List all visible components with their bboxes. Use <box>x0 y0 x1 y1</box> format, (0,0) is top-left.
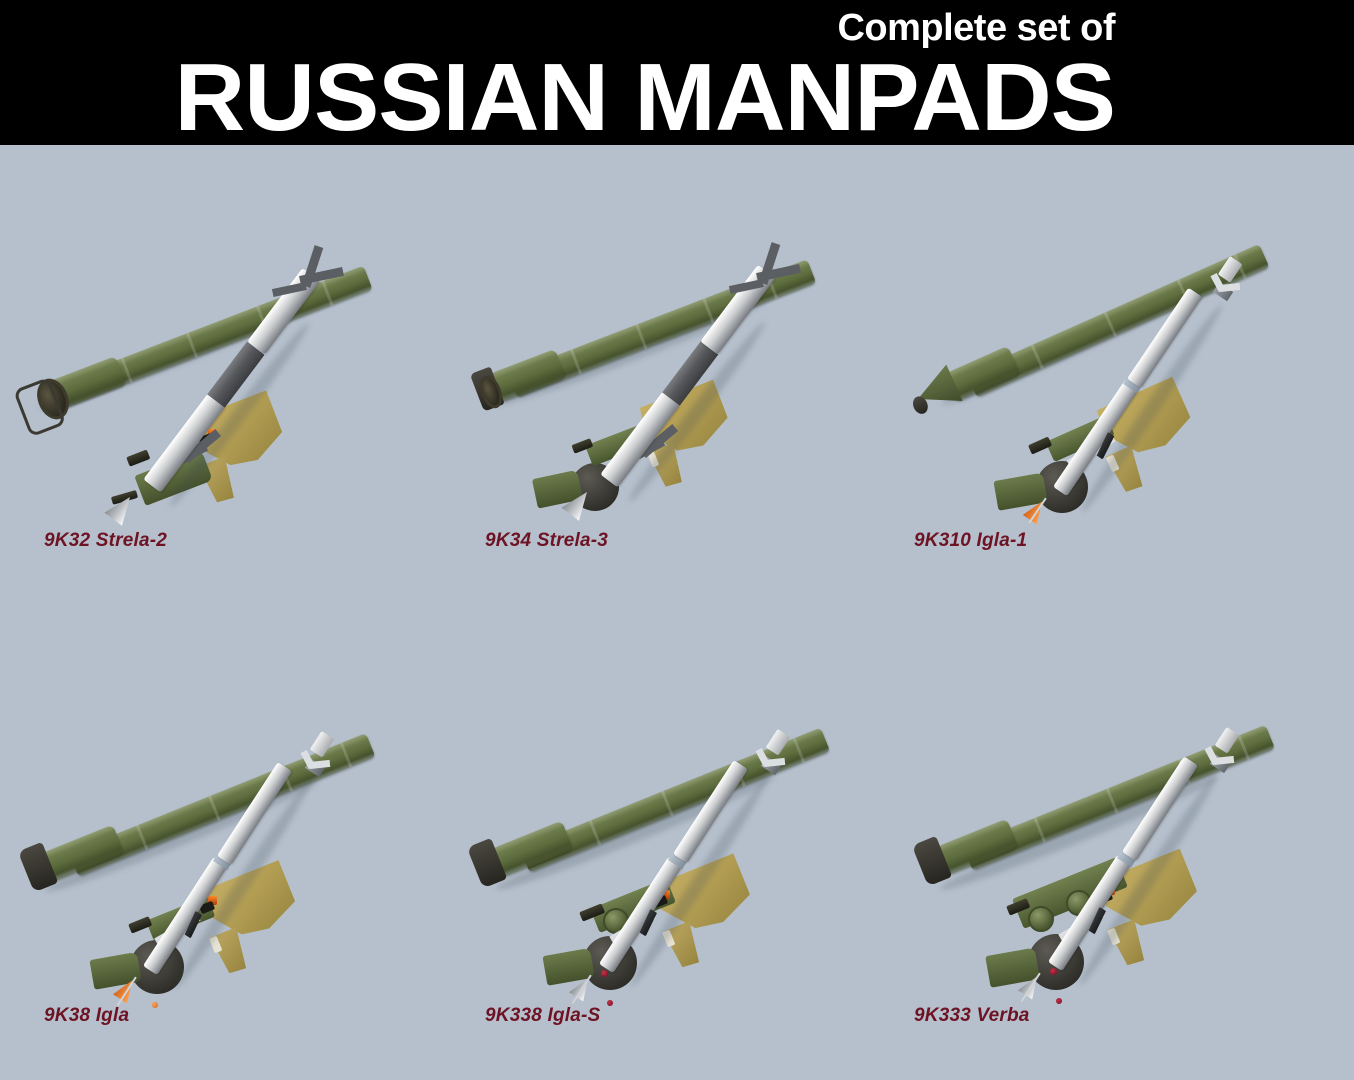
render-stage <box>451 612 902 1032</box>
missile-nose <box>561 485 595 521</box>
missile-aftbody <box>1126 287 1203 389</box>
probe-base-tip <box>1050 968 1057 975</box>
header-text-block: Complete set of RUSSIAN MANPADS <box>175 0 1116 145</box>
missile-shadow <box>1076 300 1228 516</box>
probe-base-tip <box>601 970 608 977</box>
manpads-item-igla-s[interactable]: 9K338 Igla-S <box>451 612 902 1079</box>
tail-section <box>1217 256 1243 283</box>
item-label: 9K32 Strela-2 <box>44 530 168 551</box>
tail-section <box>309 730 335 758</box>
missile-verba <box>902 612 1353 1032</box>
missile-igla-1 <box>902 145 1353 565</box>
manpads-grid: 9K32 Strela-2 <box>0 145 1354 1080</box>
missile-shadow <box>164 319 315 512</box>
missile-shadow <box>625 773 774 991</box>
header-subtitle: Complete set of <box>837 7 1115 49</box>
item-label: 9K338 Igla-S <box>485 1005 601 1026</box>
render-stage <box>902 145 1353 565</box>
manpads-item-igla[interactable]: 9K38 Igla <box>0 612 451 1079</box>
missile-nose <box>104 490 138 526</box>
item-label: 9K34 Strela-3 <box>485 530 609 551</box>
indicator-lamp <box>661 890 670 899</box>
render-stage <box>0 612 451 1032</box>
item-label: 9K38 Igla <box>44 1005 130 1026</box>
missile-shadow <box>1074 771 1223 989</box>
item-label: 9K333 Verba <box>914 1005 1030 1026</box>
missile-shadow <box>169 775 318 993</box>
manpads-item-igla-1[interactable]: 9K310 Igla-1 <box>902 145 1353 612</box>
manpads-item-strela-2[interactable]: 9K32 Strela-2 <box>0 145 451 612</box>
missile-igla <box>0 612 451 1032</box>
indicator-lamp <box>208 896 217 905</box>
tail-section <box>1214 726 1240 754</box>
manpads-item-verba[interactable]: 9K333 Verba <box>902 612 1353 1079</box>
sight-lens-front <box>1028 906 1054 932</box>
manpads-item-strela-3[interactable]: 9K34 Strela-3 <box>451 145 902 612</box>
header-title: RUSSIAN MANPADS <box>174 44 1116 146</box>
header-banner: Complete set of RUSSIAN MANPADS <box>0 0 1354 145</box>
missile-strela-3 <box>451 145 902 565</box>
missile-igla-s <box>451 612 902 1032</box>
tail-section <box>765 728 791 756</box>
probe-tip <box>152 1002 158 1008</box>
render-stage <box>0 145 451 565</box>
probe-tip <box>1056 998 1062 1004</box>
render-stage <box>451 145 902 565</box>
item-label: 9K310 Igla-1 <box>914 530 1028 551</box>
probe-tip <box>607 1000 613 1006</box>
missile-strela-2 <box>0 145 451 565</box>
render-stage <box>902 612 1353 1032</box>
